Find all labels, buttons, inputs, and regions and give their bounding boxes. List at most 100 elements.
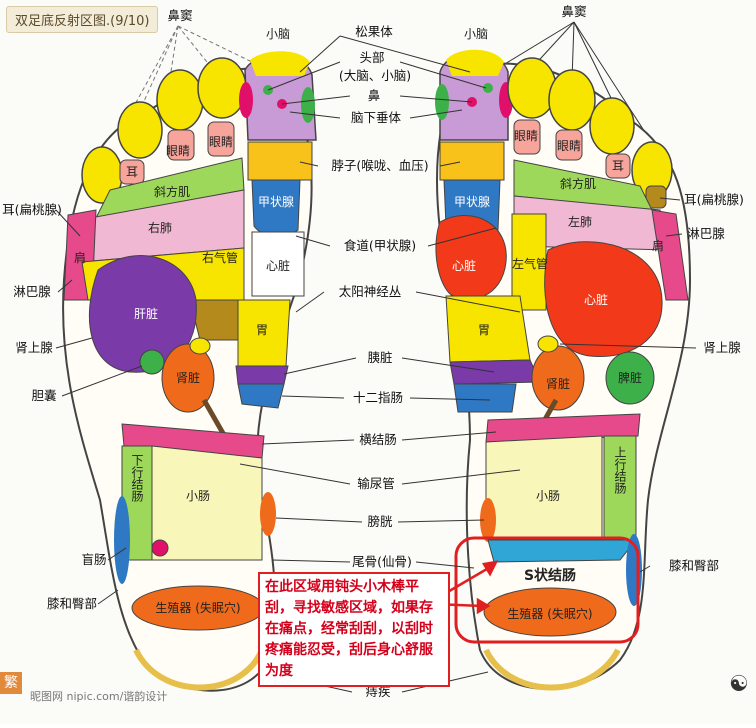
label-sigmoid-colon: S状结肠 — [524, 567, 576, 584]
callout-ear-tonsil-left: 耳(扁桃腺) — [2, 202, 62, 217]
callout-transverse-colon: 横结肠 — [359, 432, 397, 447]
callout-esophagus: 食道(甲状腺) — [344, 238, 416, 253]
left-toe-3 — [156, 69, 204, 131]
callout-pineal: 松果体 — [355, 24, 393, 39]
label-kidney-right: 肾脏 — [546, 376, 570, 391]
left-eye-1 — [167, 129, 195, 161]
label-trapezius-left: 斜方肌 — [154, 184, 190, 199]
label-descending-colon: 下行结肠 — [130, 454, 144, 502]
right-foot — [435, 49, 692, 691]
right-heart — [544, 241, 663, 357]
label-ascending-colon: 上行结肠 — [613, 446, 627, 494]
right-toe-2 — [507, 57, 557, 119]
callout-adrenal-right: 肾上腺 — [703, 340, 741, 355]
callout-coccyx: 尾骨(仙骨) — [352, 554, 412, 569]
callout-cecum: 盲肠 — [81, 552, 106, 567]
left-gallbladder — [139, 349, 165, 375]
callout-pituitary: 脑下垂体 — [351, 110, 402, 125]
left-kidney — [161, 343, 215, 413]
image-title-tab[interactable]: 双足底反射区图.(9/10) — [6, 6, 159, 33]
callout-duodenum: 十二指肠 — [353, 390, 403, 405]
callout-ear-tonsil-right: 耳(扁桃腺) — [684, 192, 744, 207]
label-bronchus-left: 右气管 — [202, 250, 238, 265]
callout-ureter: 输尿管 — [357, 476, 395, 491]
label-small-intestine-left: 小肠 — [186, 489, 210, 503]
callout-hemorrhoids: 痔疾 — [365, 684, 391, 699]
left-small-intestine — [151, 445, 263, 561]
callout-neck: 脖子(喉咙、血压) — [331, 158, 428, 173]
right-pancreas — [449, 359, 541, 385]
right-bladder — [480, 498, 496, 542]
left-cecum-edge — [114, 496, 130, 584]
right-heart-small — [435, 214, 507, 300]
left-heel-arc — [133, 648, 265, 691]
label-stomach-left: 胃 — [256, 323, 268, 337]
left-eye-2 — [207, 121, 235, 157]
right-sigmoid-colon — [487, 539, 638, 563]
right-eye-1 — [513, 119, 541, 155]
corner-logo-icon: ☯ — [729, 672, 749, 697]
right-toe-3 — [548, 69, 596, 131]
label-lung-left: 右肺 — [148, 220, 172, 235]
callout-labels: 鼻窦 鼻窦 松果体 头部 (大脑、小脑) 鼻 脑下垂体 脖子(喉咙、血压) 食道… — [2, 4, 744, 699]
callout-sinus-left: 鼻窦 — [167, 8, 192, 23]
left-heart-zone — [251, 231, 305, 297]
zone-labels: 眼睛 眼睛 耳 斜方肌 右肺 右气管 肩 甲状腺 心脏 肝脏 胃 肾脏 小肠 生… — [74, 27, 664, 621]
right-ear — [605, 153, 631, 179]
left-cerebellum-cap — [250, 51, 310, 76]
right-pineal-dot — [483, 83, 493, 93]
callout-bladder: 膀胱 — [367, 514, 393, 529]
label-eye-left-b: 眼睛 — [209, 135, 233, 149]
left-bladder — [260, 492, 276, 536]
label-lung-right: 左肺 — [568, 214, 592, 229]
right-cerebellum-cap — [446, 49, 504, 76]
left-pancreas — [235, 365, 289, 385]
right-duodenum — [453, 383, 517, 413]
label-spleen: 脾脏 — [618, 370, 642, 385]
label-cerebellum-top-left: 小脑 — [266, 27, 290, 41]
right-bronchus — [511, 213, 547, 311]
left-neck — [247, 141, 313, 181]
right-toe-4 — [589, 97, 635, 155]
right-small-intestine — [485, 435, 603, 541]
leader-lines — [55, 35, 697, 693]
left-ear — [119, 159, 145, 185]
right-spleen — [605, 351, 655, 405]
callout-gallbladder: 胆囊 — [31, 388, 56, 403]
traditional-chinese-toggle[interactable]: 繁 — [0, 672, 22, 694]
left-duodenum — [237, 383, 285, 409]
left-foot — [62, 51, 317, 692]
label-shoulder-left: 肩 — [74, 250, 86, 265]
callout-knee-right: 膝和臀部 — [669, 558, 719, 573]
callout-solar-plexus: 太阳神经丛 — [339, 284, 402, 299]
left-toe-4 — [117, 101, 163, 159]
label-thyroid-right: 甲状腺 — [454, 195, 490, 209]
right-neck — [439, 141, 505, 181]
watermark: 昵图网 nipic.com/谐韵设计 — [30, 690, 168, 703]
callout-sinus-right: 鼻窦 — [561, 4, 586, 19]
label-eye-right-a: 眼睛 — [514, 129, 538, 143]
label-heart-zone-left: 心脏 — [266, 258, 290, 273]
instruction-note: 在此区域用钝头小木棒平刮，寻找敏感区域，如果存在痛点，经常刮刮，以刮时疼痛能忍受… — [258, 572, 450, 687]
callout-lymph-left: 淋巴腺 — [13, 284, 51, 299]
right-eye-2 — [555, 129, 583, 161]
label-bronchus-right: 左气管 — [512, 256, 548, 271]
callout-head: 头部 — [359, 50, 384, 65]
right-heel-arc — [483, 648, 621, 691]
left-toe-red-side — [239, 82, 253, 118]
label-ear-left: 耳 — [126, 165, 138, 179]
right-adrenal — [537, 335, 559, 353]
left-toe-2 — [197, 57, 247, 119]
left-adrenal — [189, 337, 211, 355]
callout-adrenal-left: 肾上腺 — [15, 340, 53, 355]
callout-knee-left: 膝和臀部 — [47, 596, 97, 611]
left-brown-zone — [189, 299, 245, 341]
label-cerebellum-top-right: 小脑 — [464, 27, 488, 41]
callout-nose: 鼻 — [368, 88, 381, 103]
label-eye-left-a: 眼睛 — [166, 144, 190, 158]
label-heart-right: 心脏 — [584, 292, 608, 307]
highlight-box — [454, 536, 640, 644]
right-reproductive — [483, 587, 617, 637]
